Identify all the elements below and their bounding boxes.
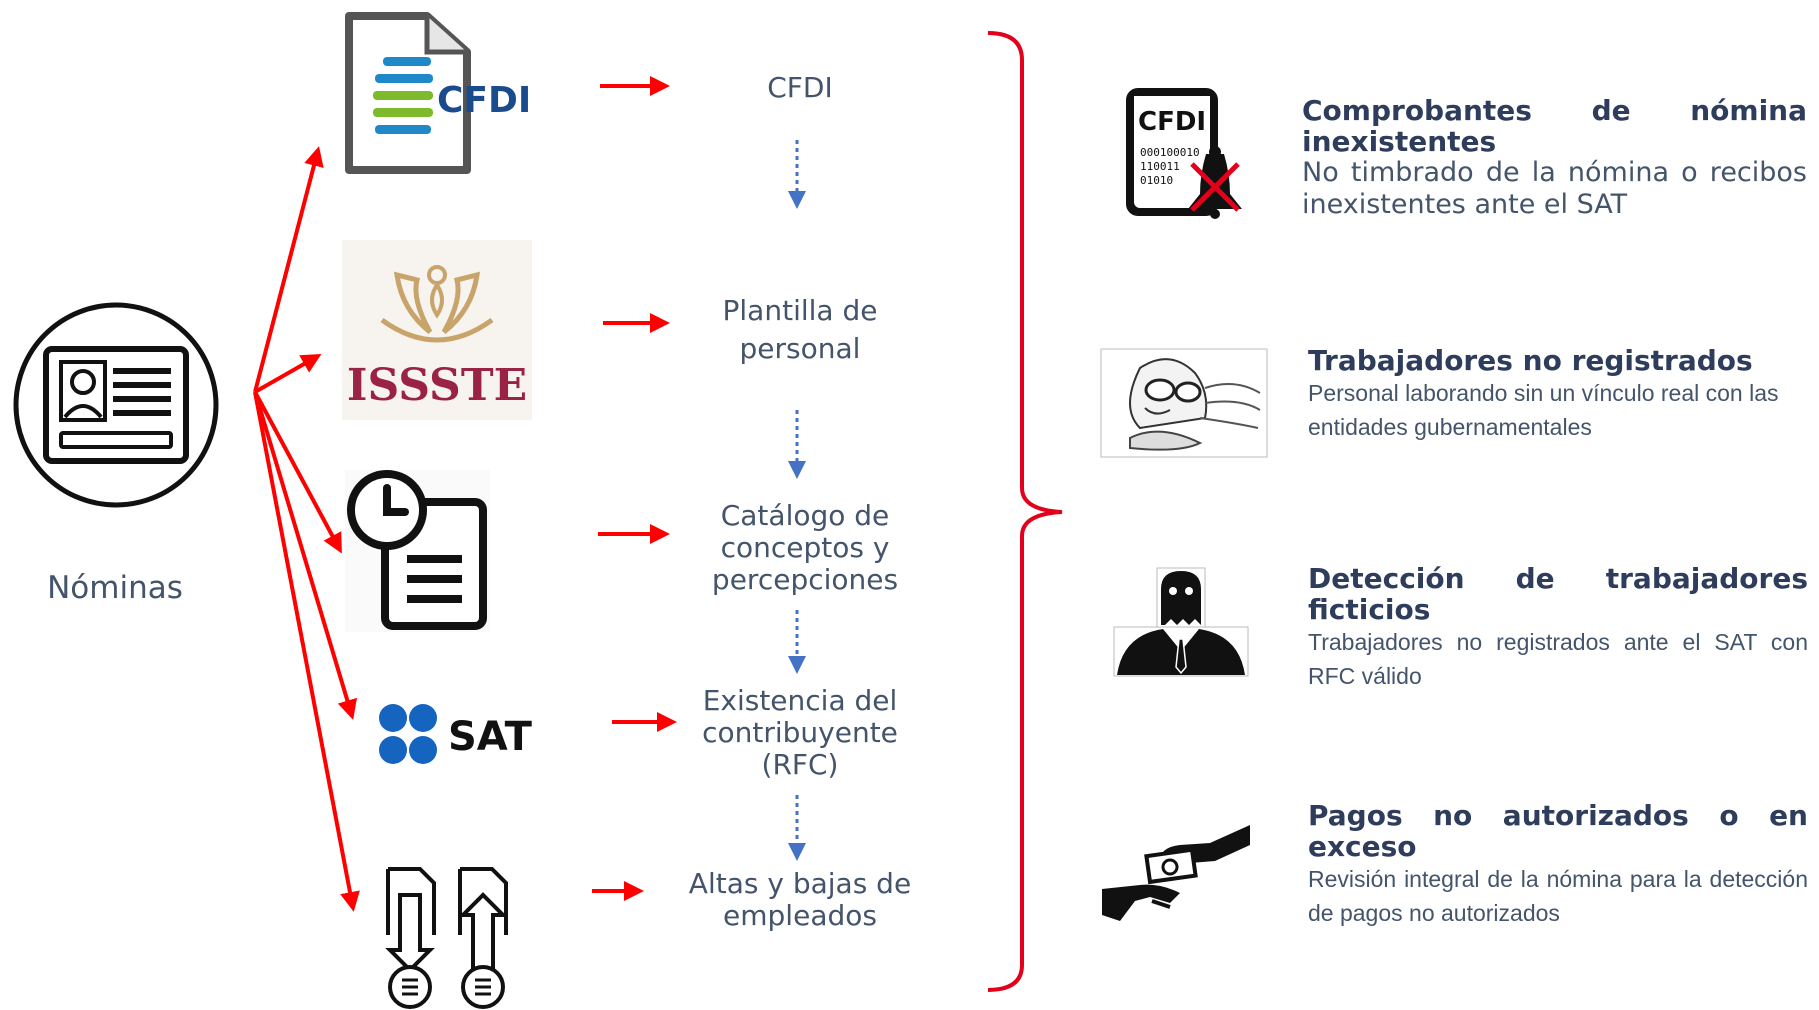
step-line: Altas y bajas de xyxy=(688,867,912,900)
ghost-worker-icon xyxy=(1113,567,1249,677)
step-line: percepciones xyxy=(711,563,899,596)
altas-bajas-icon xyxy=(380,865,520,1010)
finding-description: No timbrado de la nómina o recibos inexi… xyxy=(1302,157,1807,220)
svg-text:110011: 110011 xyxy=(1140,160,1180,173)
finding-description: Revisión integral de la nómina para la d… xyxy=(1308,866,1808,926)
cfdi-document-icon: CFDI xyxy=(345,12,545,174)
step-line: empleados xyxy=(723,899,877,932)
step-line: Existencia del xyxy=(702,684,898,717)
issste-logo: ISSSTE xyxy=(342,240,532,420)
fan-arrows xyxy=(253,146,360,912)
finding-no-registrados: Trabajadores no registrados Personal lab… xyxy=(1308,345,1808,444)
svg-text:000100010: 000100010 xyxy=(1140,146,1200,159)
svg-text:CFDI: CFDI xyxy=(1138,107,1206,137)
finding-pagos: Pagos no autorizados o en exceso Revisió… xyxy=(1308,800,1808,930)
step-altas: Altas y bajas de empleados xyxy=(670,868,930,932)
finding-title: Detección de trabajadores ficticios xyxy=(1308,562,1808,626)
arrow-to-catalog xyxy=(253,391,342,554)
svg-text:CFDI: CFDI xyxy=(437,80,531,121)
step-plantilla: Plantilla de personal xyxy=(680,292,920,368)
money-handover-icon xyxy=(1100,823,1252,925)
payroll-id-card-icon xyxy=(13,302,219,508)
arrow-to-altas xyxy=(253,391,360,912)
step-cfdi: CFDI xyxy=(680,72,920,104)
step-line: personal xyxy=(739,332,861,365)
source-label: Nóminas xyxy=(47,570,183,606)
arrow-to-issste xyxy=(254,354,322,394)
finding-title: Comprobantes de nómina inexistentes xyxy=(1302,94,1807,158)
step-arrows xyxy=(592,76,677,901)
step-line: conceptos y xyxy=(720,531,890,564)
finding-description: Trabajadores no registrados ante el SAT … xyxy=(1308,629,1808,689)
svg-text:SAT: SAT xyxy=(448,714,533,760)
finding-comprobantes: Comprobantes de nómina inexistentes No t… xyxy=(1302,95,1807,221)
sat-logo: SAT xyxy=(378,700,573,770)
step-line: Plantilla de xyxy=(722,294,878,327)
finding-title: Pagos no autorizados o en exceso xyxy=(1308,799,1808,863)
step-rfc: Existencia del contribuyente (RFC) xyxy=(680,685,920,781)
finding-description: Personal laborando sin un vínculo real c… xyxy=(1308,380,1779,440)
cfdi-certificate-icon: CFDI 000100010 110011 01010 xyxy=(1118,84,1248,224)
step-line: CFDI xyxy=(767,71,833,104)
step-catalogo: Catálogo de conceptos y percepciones xyxy=(680,500,930,596)
svg-text:ISSSTE: ISSSTE xyxy=(347,360,527,411)
ghost-sketch-icon xyxy=(1100,348,1268,458)
curly-brace xyxy=(987,31,1063,992)
step-line: Catálogo de xyxy=(720,499,890,532)
arrow-to-sat xyxy=(253,391,357,720)
finding-ficticios: Detección de trabajadores ficticios Trab… xyxy=(1308,563,1808,693)
finding-title: Trabajadores no registrados xyxy=(1308,344,1753,377)
step-line: contribuyente xyxy=(702,716,898,749)
svg-text:01010: 01010 xyxy=(1140,174,1173,187)
step-line: (RFC) xyxy=(761,748,839,781)
arrow-to-cfdi xyxy=(253,146,324,393)
clock-document-icon xyxy=(345,470,490,632)
